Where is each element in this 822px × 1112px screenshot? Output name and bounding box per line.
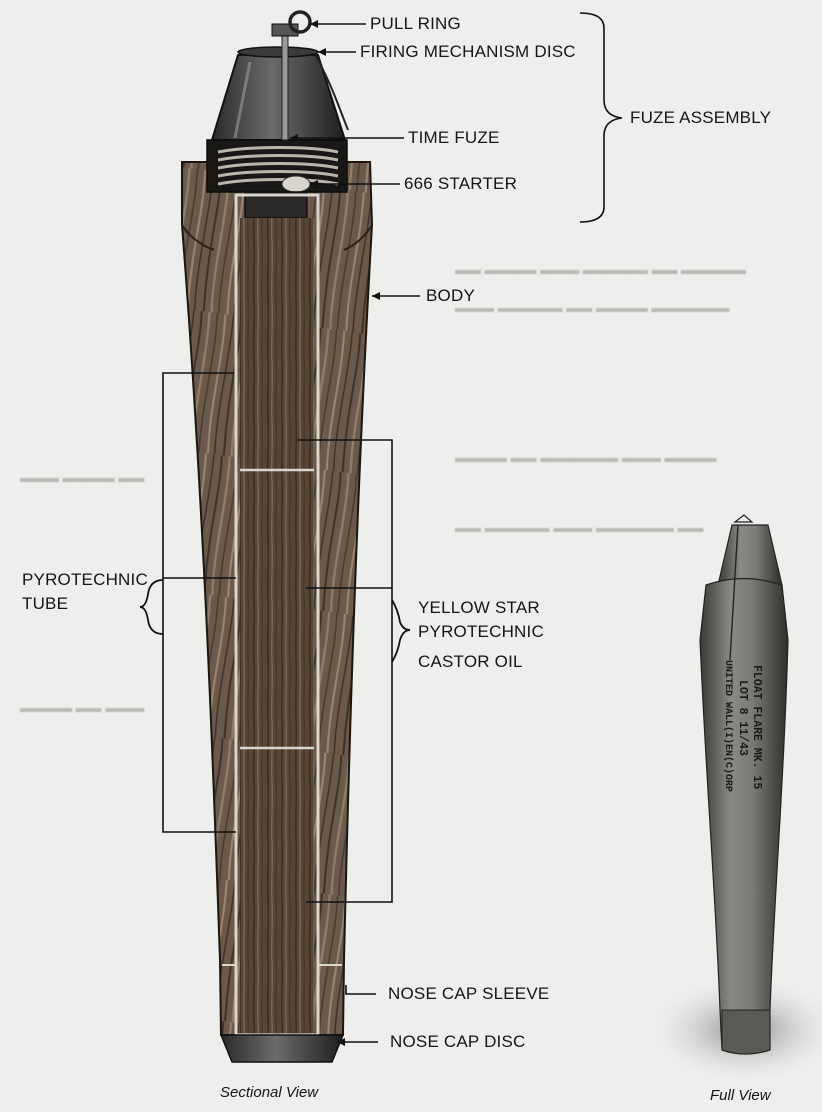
label-pull-ring: PULL RING: [370, 14, 461, 33]
label-fuze-assembly: FUZE ASSEMBLY: [630, 108, 772, 127]
firing-mechanism-disc: [237, 46, 319, 58]
label-firing-mechanism-disc: FIRING MECHANISM DISC: [360, 42, 576, 61]
full-view-wire: [729, 524, 739, 661]
label-nose-cap-disc: NOSE CAP DISC: [390, 1032, 526, 1051]
bracket-fuze-assembly: [579, 12, 623, 223]
marking-line-1: FLOAT FLARE MK. 15: [750, 665, 763, 789]
firing-pin: [281, 27, 289, 141]
star-core: [240, 218, 314, 1033]
label-time-fuze: TIME FUZE: [408, 128, 500, 147]
bleed-through-text: ▬▬▬ ▬▬▬▬ ▬▬: [20, 470, 145, 485]
safety-wire: [314, 54, 349, 131]
time-fuze-coils: [217, 146, 339, 186]
label-yellow-star-line1: YELLOW STAR: [418, 598, 540, 617]
arrowhead: [310, 20, 318, 28]
full-view-nose-cone: [717, 524, 783, 586]
leader-nose-sleeve: [345, 985, 376, 995]
caption-full-view: Full View: [710, 1087, 771, 1104]
marking-line-2: LOT 8 11/43: [736, 680, 749, 756]
bleed-through-text: ▬▬ ▬▬▬▬▬ ▬▬▬ ▬▬▬▬▬▬ ▬▬: [455, 520, 704, 535]
label-pyrotechnic-tube-line1: PYROTECHNIC: [22, 570, 148, 589]
body-chamfer-left: [181, 224, 215, 251]
label-yellow-star-line2: PYROTECHNIC: [418, 622, 544, 641]
cap-highlight: [233, 61, 252, 139]
marking-line-3: UNITED WALL(I)EN(C)ORP: [722, 660, 734, 792]
bleed-through-text: ▬▬▬▬ ▬▬ ▬▬▬▬▬▬ ▬▬▬ ▬▬▬▬: [455, 450, 717, 465]
starter-blob: [281, 175, 311, 193]
bracket-pyrotechnic-tube: [162, 372, 236, 833]
nose-cap-disc: [219, 1034, 345, 1063]
full-view-nose-cap: [721, 1009, 771, 1055]
label-yellow-star-line3: CASTOR OIL: [418, 652, 523, 671]
arrowhead: [318, 48, 326, 56]
arrowhead: [290, 134, 298, 142]
arrowhead: [310, 180, 318, 188]
brace-star: [391, 599, 411, 663]
label-body: BODY: [426, 286, 475, 305]
bracket-yellow-star: [298, 439, 393, 903]
full-view-firing-tip: [733, 514, 754, 523]
arrowhead: [337, 1038, 345, 1046]
label-pyrotechnic-tube-line2: TUBE: [22, 594, 69, 613]
bleed-through-text: ▬▬▬ ▬▬▬▬▬ ▬▬ ▬▬▬▬ ▬▬▬▬▬▬: [455, 300, 730, 315]
arrowhead: [372, 292, 380, 300]
bleed-through-text: ▬▬▬▬ ▬▬ ▬▬▬: [20, 700, 145, 715]
fuze-cap: [210, 54, 347, 141]
caption-sectional-view: Sectional View: [220, 1084, 319, 1101]
bleed-through-text: ▬▬ ▬▬▬▬ ▬▬▬ ▬▬▬▬▬ ▬▬ ▬▬▬▬▬: [455, 262, 747, 277]
label-nose-cap-sleeve: NOSE CAP SLEEVE: [388, 984, 550, 1003]
pull-ring: [288, 10, 312, 34]
body-chamfer-right: [343, 224, 373, 251]
brace-tube: [139, 579, 164, 635]
label-666-starter: 666 STARTER: [404, 174, 518, 193]
